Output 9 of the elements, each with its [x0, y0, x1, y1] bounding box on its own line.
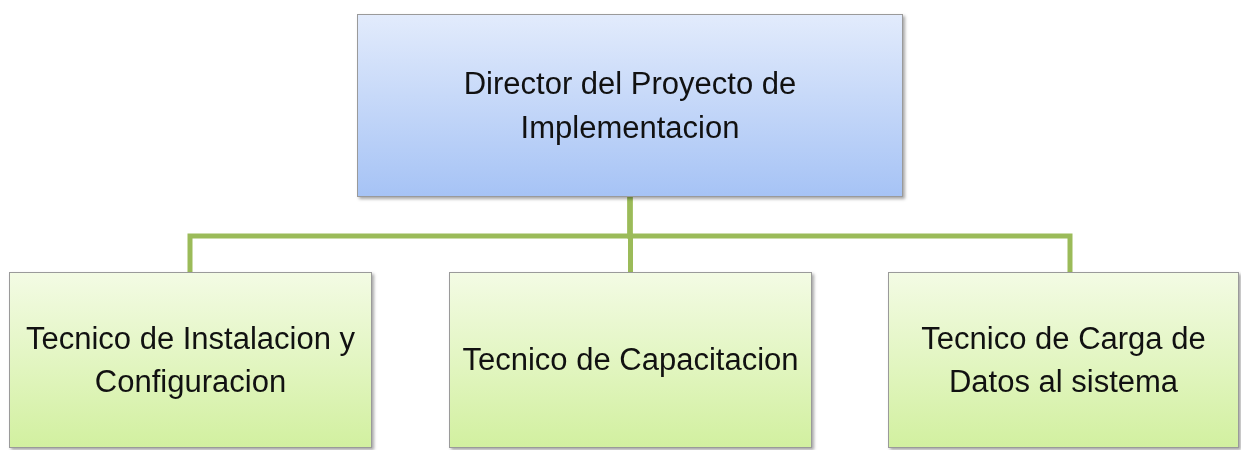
role-title: Tecnico de Instalacion y Configuracion [24, 319, 357, 401]
role-box [357, 14, 903, 197]
role-box [449, 272, 812, 448]
role-box [888, 272, 1239, 448]
role-title: Tecnico de Capacitacion [461, 341, 800, 380]
role-box [9, 272, 372, 448]
role-title: Director del Proyecto de Implementacion [462, 65, 798, 147]
role-title: Tecnico de Carga de Datos al sistema [920, 319, 1207, 401]
connector-line [627, 197, 1073, 272]
